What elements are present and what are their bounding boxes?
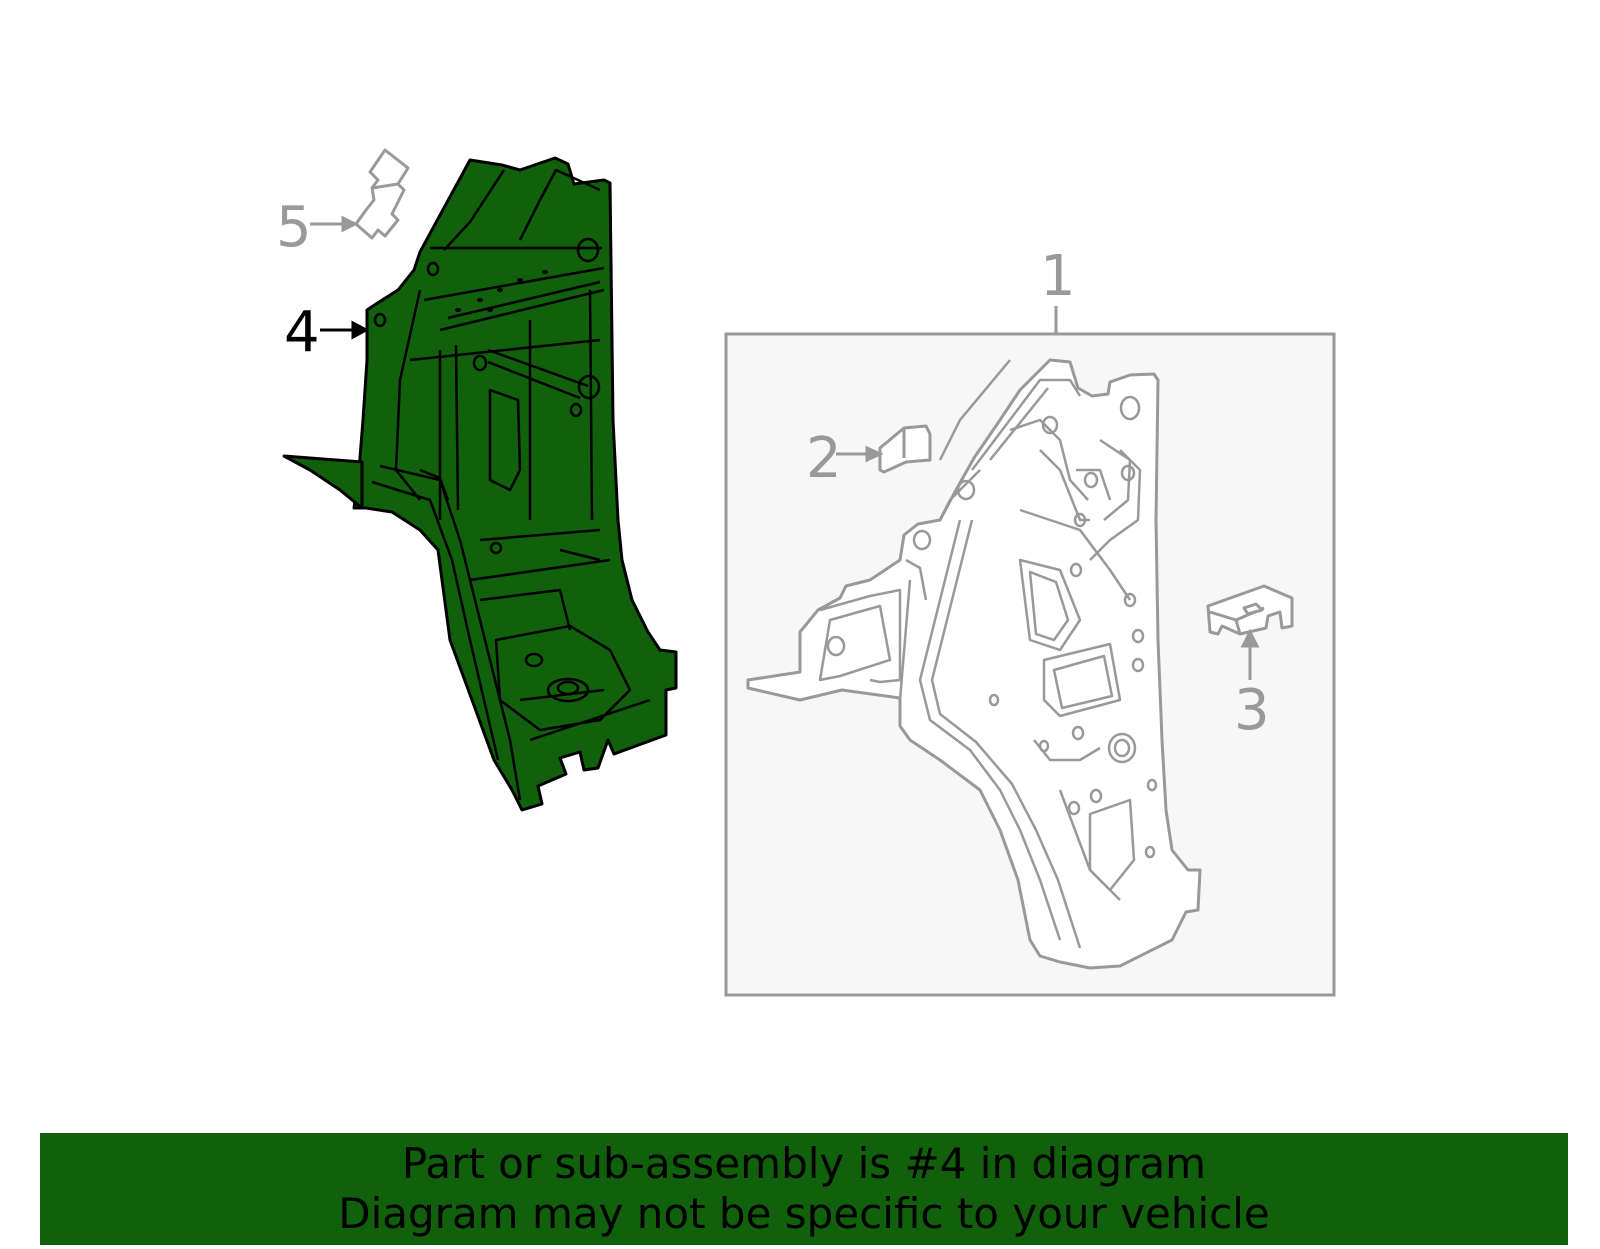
callout-4-label: 4 — [284, 300, 320, 365]
callout-5-label: 5 — [276, 195, 312, 260]
footer-line-part-note: Part or sub-assembly is #4 in diagram — [401, 1139, 1207, 1188]
callout-1-label: 1 — [1040, 244, 1076, 309]
callout-2-leader — [836, 445, 884, 463]
part-3-bracket[interactable] — [1206, 584, 1294, 636]
part-2-bracket[interactable] — [878, 424, 932, 474]
callout-5-leader — [310, 215, 359, 233]
callout-4-leader — [320, 320, 370, 340]
footer-line-disclaimer: Diagram may not be specific to your vehi… — [338, 1189, 1270, 1238]
callout-3-leader — [1240, 628, 1260, 680]
part-5-bracket[interactable] — [354, 148, 410, 240]
callout-2-label: 2 — [806, 426, 842, 491]
callout-3-label: 3 — [1234, 678, 1270, 743]
part-4-inner-panel[interactable] — [282, 156, 678, 812]
footer-banner: Part or sub-assembly is #4 in diagram Di… — [40, 1133, 1568, 1245]
part-1-panel-assembly[interactable] — [746, 358, 1202, 970]
